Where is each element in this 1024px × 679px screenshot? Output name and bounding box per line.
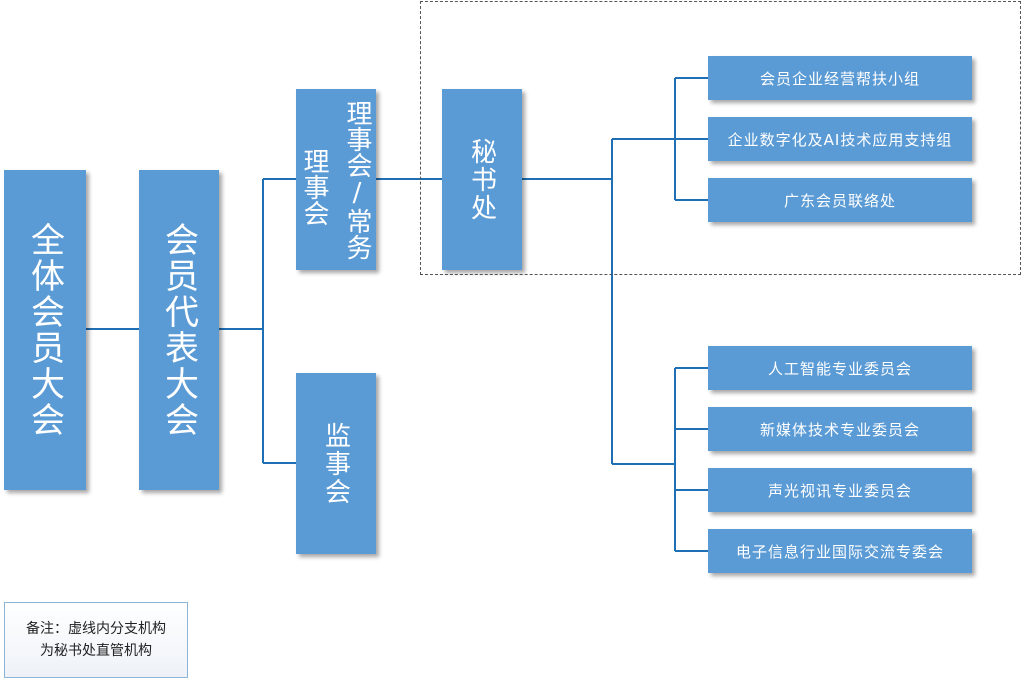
secretariat-managed-boundary [420, 1, 1021, 275]
node-supervisory-board[interactable]: 监事会 [296, 373, 376, 554]
committee-label: 人工智能专业委员会 [767, 359, 912, 378]
committee[interactable]: 声光视讯专业委员会 [708, 468, 972, 512]
committee[interactable]: 电子信息行业国际交流专委会 [708, 529, 972, 573]
node-label-line2: 理事会/常务 [342, 99, 372, 260]
node-label: 会员代表大会 [158, 222, 199, 438]
node-label: 监事会 [320, 421, 351, 506]
legend-note: 备注：虚线内分支机构 为秘书处直管机构 [4, 602, 188, 678]
branch-unit[interactable]: 广东会员联络处 [708, 178, 972, 222]
node-council[interactable]: 理事会/常务 理事会 [296, 89, 376, 270]
committee-label: 声光视讯专业委员会 [767, 481, 912, 500]
committee[interactable]: 新媒体技术专业委员会 [708, 407, 972, 451]
branch-label: 广东会员联络处 [783, 191, 896, 210]
branch-label: 企业数字化及AI技术应用支持组 [727, 130, 953, 149]
node-representative-assembly[interactable]: 会员代表大会 [139, 170, 219, 490]
node-secretariat[interactable]: 秘书处 [442, 89, 522, 270]
node-general-assembly[interactable]: 全体会员大会 [4, 170, 86, 490]
committee[interactable]: 人工智能专业委员会 [708, 346, 972, 390]
committee-label: 电子信息行业国际交流专委会 [735, 542, 944, 561]
note-line-1: 备注：虚线内分支机构 [26, 621, 166, 637]
node-label-line1: 理事会 [299, 147, 329, 226]
committee-label: 新媒体技术专业委员会 [759, 420, 920, 439]
note-line-2: 为秘书处直管机构 [40, 643, 152, 659]
node-label: 秘书处 [466, 137, 497, 222]
node-label: 全体会员大会 [24, 222, 65, 438]
branch-unit[interactable]: 会员企业经营帮扶小组 [708, 56, 972, 100]
branch-unit[interactable]: 企业数字化及AI技术应用支持组 [708, 117, 972, 161]
branch-label: 会员企业经营帮扶小组 [759, 69, 920, 88]
